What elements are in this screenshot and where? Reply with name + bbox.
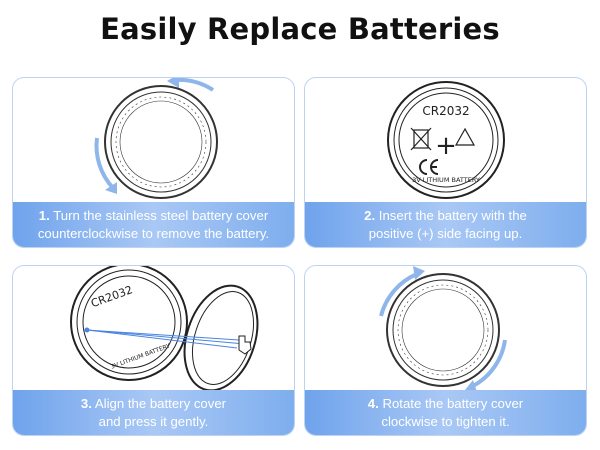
battery-cover-back: [386, 273, 500, 387]
rotate-counterclockwise-arrow-icon: [174, 78, 215, 92]
battery-cover-back: [104, 85, 218, 199]
step-caption-2: 2. Insert the battery with the positive …: [305, 202, 586, 247]
battery-model-label: CR2032: [89, 283, 134, 310]
arrow-head-bottom: [105, 182, 117, 194]
battery-insert-illustration: CR2032 + 3V LITHIUM BATTERY: [387, 81, 505, 199]
cover-counterclockwise-illustration: [94, 78, 218, 199]
step-card-2: CR2032 + 3V LITHIUM BATTERY 2. Insert th…: [304, 77, 587, 248]
step-caption-3: 3. Align the battery cover and press it …: [13, 390, 294, 435]
caption-text-2: clockwise to tighten it.: [381, 413, 510, 429]
arrow-head-bottom: [465, 380, 477, 392]
caption-line-1: 3. Align the battery cover: [13, 395, 294, 413]
step-card-3: CR2032 3V LITHIUM BATTERY 3. Align the b…: [12, 265, 295, 436]
warning-triangle-icon: [454, 127, 476, 146]
caption-text-2: and press it gently.: [98, 413, 209, 429]
cover-clockwise-illustration: [379, 266, 507, 392]
caption-text-2: counterclockwise to remove the battery.: [37, 225, 270, 241]
rotate-clockwise-arrow-icon-lower: [472, 339, 507, 388]
alignment-guide-lines: [84, 327, 246, 349]
rotate-clockwise-arrow-icon: [379, 272, 418, 317]
step-number: 2.: [364, 207, 376, 223]
caption-line-1: 2. Insert the battery with the: [305, 207, 586, 225]
caption-line-1: 4. Rotate the battery cover: [305, 395, 586, 413]
step-number: 1.: [38, 207, 50, 223]
plus-sign: +: [435, 131, 457, 161]
battery-model-label: CR2032: [422, 104, 469, 118]
caption-text: Rotate the battery cover: [382, 395, 524, 411]
rotate-counterclockwise-arrow-icon-lower: [94, 137, 115, 190]
caption-text-2: positive (+) side facing up.: [368, 225, 523, 241]
align-cover-illustration: CR2032 3V LITHIUM BATTERY: [70, 266, 259, 392]
caption-line-1: 1. Turn the stainless steel battery cove…: [13, 207, 294, 225]
recycle-bin-icon: [410, 127, 432, 151]
caption-text: Turn the stainless steel battery cover: [53, 207, 269, 223]
page-title: Easily Replace Batteries: [100, 12, 500, 46]
step-card-1: 1. Turn the stainless steel battery cove…: [12, 77, 295, 248]
ce-mark-icon: [419, 159, 439, 175]
arrow-head-top: [413, 266, 425, 280]
caption-text: Insert the battery with the: [378, 207, 527, 223]
battery-cell: [387, 81, 505, 199]
battery-type-label: 3V LITHIUM BATTERY: [412, 176, 480, 184]
step-number: 4.: [367, 395, 379, 411]
hand-pointer-icon: [238, 335, 252, 355]
battery-cover-ring: [183, 284, 259, 392]
step-caption-1: 1. Turn the stainless steel battery cove…: [13, 202, 294, 247]
step-number: 3.: [80, 395, 92, 411]
step-card-4: 4. Rotate the battery cover clockwise to…: [304, 265, 587, 436]
caption-text: Align the battery cover: [94, 395, 227, 411]
step-caption-4: 4. Rotate the battery cover clockwise to…: [305, 390, 586, 435]
arrow-head-top: [167, 78, 179, 88]
battery-in-housing: [70, 266, 188, 381]
